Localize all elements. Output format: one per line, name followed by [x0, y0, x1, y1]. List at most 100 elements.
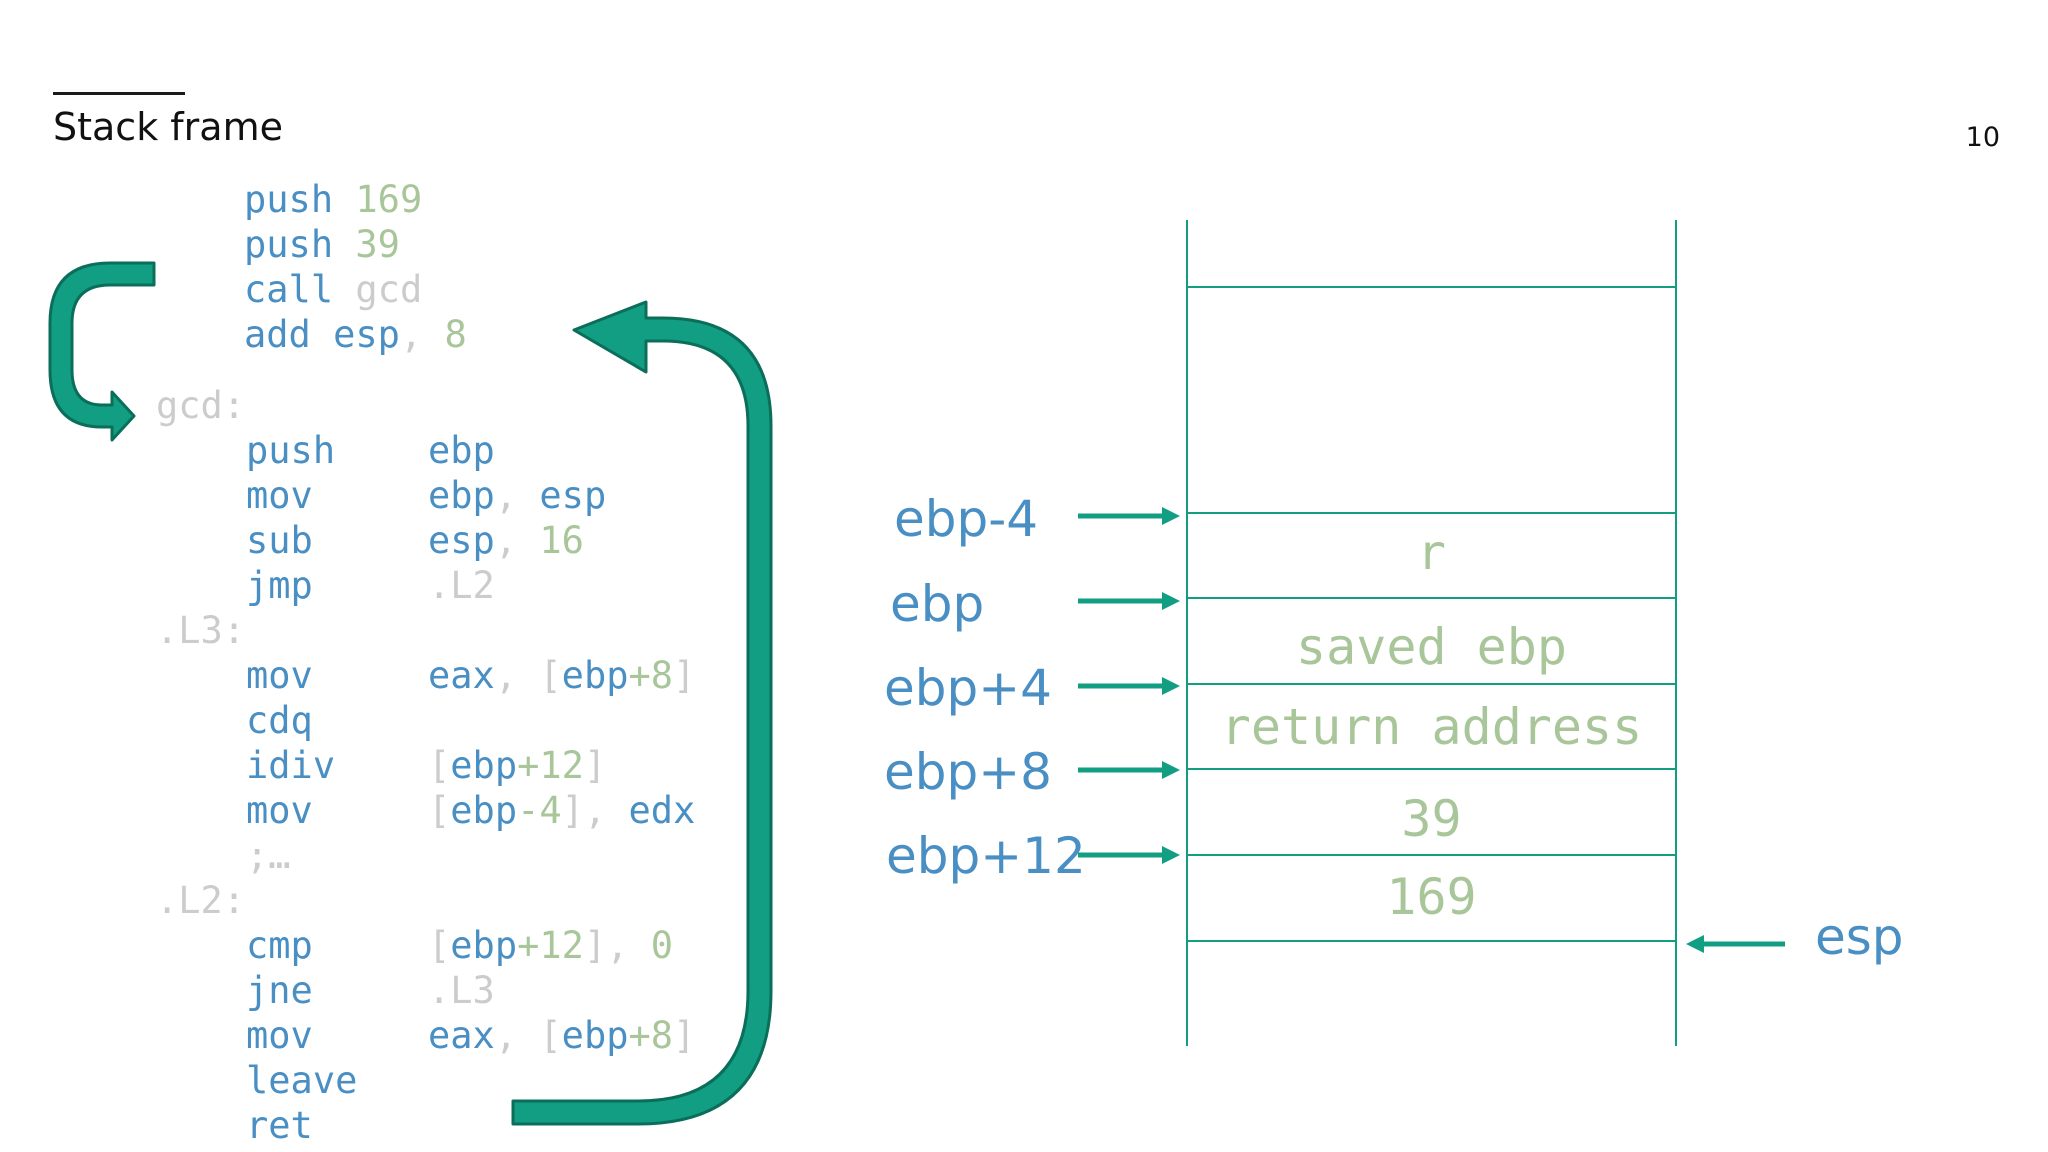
comma: ,: [494, 519, 518, 562]
assembly-listing: push 169 push 39 call gcd add esp, 8 gcd…: [0, 0, 760, 1152]
operand: ebp: [450, 744, 518, 787]
code-operands-mov-eax-arg1: eax, [ebp+8]: [428, 657, 695, 694]
operand: eax: [428, 654, 495, 697]
label-ebp-plus-12: ebp+12: [886, 827, 1086, 885]
bracket: [: [428, 744, 451, 787]
code-comment-ellipsis: ;…: [246, 834, 291, 877]
label-l2: .L2:: [156, 879, 246, 922]
operand: esp: [428, 519, 495, 562]
bracket: ]: [673, 1014, 696, 1057]
label-ebp-plus-4: ebp+4: [884, 659, 1052, 717]
mnemonic: add: [244, 313, 311, 356]
mnemonic: push: [246, 429, 336, 472]
comma: ,: [494, 1014, 518, 1057]
bracket: ]: [673, 654, 696, 697]
code-line-jmp: jmp: [246, 567, 313, 604]
code-operands-jmp: .L2: [428, 567, 495, 604]
stack-cell-local-r: r: [1417, 525, 1446, 581]
bracket: ]: [561, 789, 584, 832]
code-operands-cmp: [ebp+12], 0: [428, 927, 673, 964]
operand: esp: [333, 313, 400, 356]
bracket: [: [428, 924, 451, 967]
code-line-ret: ret: [246, 1107, 313, 1144]
code-line-add-esp: add esp, 8: [244, 316, 467, 353]
mnemonic: cmp: [246, 924, 313, 967]
code-line-mov-local-edx: mov: [246, 792, 313, 829]
code-line-mov-eax-arg1-final: mov: [246, 1017, 313, 1054]
mnemonic: mov: [246, 474, 313, 517]
bracket: ]: [583, 744, 607, 787]
label-ebp: ebp: [890, 575, 985, 633]
operand: ebp: [428, 429, 495, 472]
operand: ebp: [561, 1014, 629, 1057]
operand: ebp: [450, 924, 518, 967]
comma: ,: [494, 654, 518, 697]
comma: ,: [606, 924, 629, 967]
code-line-call-gcd: call gcd: [244, 271, 422, 308]
code-operands-mov-ebp-esp: ebp, esp: [428, 477, 606, 514]
label-ebp-plus-8: ebp+8: [884, 743, 1052, 801]
label-l3: .L3:: [156, 609, 246, 652]
code-line-leave: leave: [246, 1062, 357, 1099]
title-rule: [53, 92, 185, 95]
label-gcd: gcd:: [156, 384, 246, 427]
offset: +8: [628, 1014, 674, 1057]
code-line-push-39: push 39: [244, 226, 400, 263]
return-arrow: [511, 300, 773, 1126]
mnemonic: ret: [246, 1104, 313, 1147]
code-operands-sub-esp: esp, 16: [428, 522, 584, 559]
operand: esp: [539, 474, 607, 517]
code-line-cmp: cmp: [246, 927, 313, 964]
code-operands-mov-eax-arg1-final: eax, [ebp+8]: [428, 1017, 695, 1054]
operand: 16: [539, 519, 584, 562]
bracket: ]: [583, 924, 607, 967]
pointer-arrow-ebp: [1078, 592, 1180, 610]
label-ebp-minus-4: ebp-4: [894, 490, 1039, 548]
operand: eax: [428, 1014, 495, 1057]
stack-cell-return-address: return address: [1220, 698, 1643, 756]
pointer-arrow-ebp-plus-4: [1078, 677, 1180, 695]
operand: edx: [628, 789, 696, 832]
mnemonic: mov: [246, 654, 313, 697]
code-line-idiv: idiv: [246, 747, 335, 784]
offset: +12: [517, 744, 584, 787]
code-line-mov-eax-arg1: mov: [246, 657, 313, 694]
code-line-push-169: push 169: [244, 181, 422, 218]
mnemonic: mov: [246, 789, 313, 832]
offset: +12: [517, 924, 584, 967]
operand: .L2: [428, 564, 495, 607]
operand: 39: [355, 223, 400, 266]
code-line-push-ebp: push: [246, 432, 335, 469]
comma: ,: [583, 789, 607, 832]
comma: ,: [494, 474, 518, 517]
pointer-arrow-esp: [1686, 935, 1785, 953]
stack-cell-arg-39: 39: [1401, 790, 1462, 848]
label-esp: esp: [1815, 908, 1904, 966]
operand: ebp: [428, 474, 495, 517]
operand: 169: [355, 178, 423, 221]
mnemonic: leave: [246, 1059, 358, 1102]
mnemonic: cdq: [246, 699, 313, 742]
operand: 0: [650, 924, 674, 967]
operand: 8: [444, 313, 467, 356]
code-line-mov-ebp-esp: mov: [246, 477, 313, 514]
offset: -4: [517, 789, 562, 832]
code-operands-idiv: [ebp+12]: [428, 747, 606, 784]
mnemonic: idiv: [246, 744, 336, 787]
mnemonic: push: [244, 178, 334, 221]
mnemonic: call: [244, 268, 334, 311]
code-line-cdq: cdq: [246, 702, 313, 739]
bracket: [: [428, 789, 451, 832]
operand: .L3: [428, 969, 495, 1012]
code-operands-mov-local-edx: [ebp-4], edx: [428, 792, 695, 829]
bracket: [: [539, 654, 562, 697]
stack-cell-arg-169: 169: [1386, 868, 1477, 926]
code-line-sub-esp: sub: [246, 522, 313, 559]
mnemonic: jne: [246, 969, 313, 1012]
mnemonic: jmp: [246, 564, 313, 607]
slide-title: Stack frame: [53, 105, 283, 149]
mnemonic: push: [244, 223, 334, 266]
call-arrow: [48, 261, 156, 442]
pointer-arrow-ebp-plus-12: [1078, 846, 1180, 864]
